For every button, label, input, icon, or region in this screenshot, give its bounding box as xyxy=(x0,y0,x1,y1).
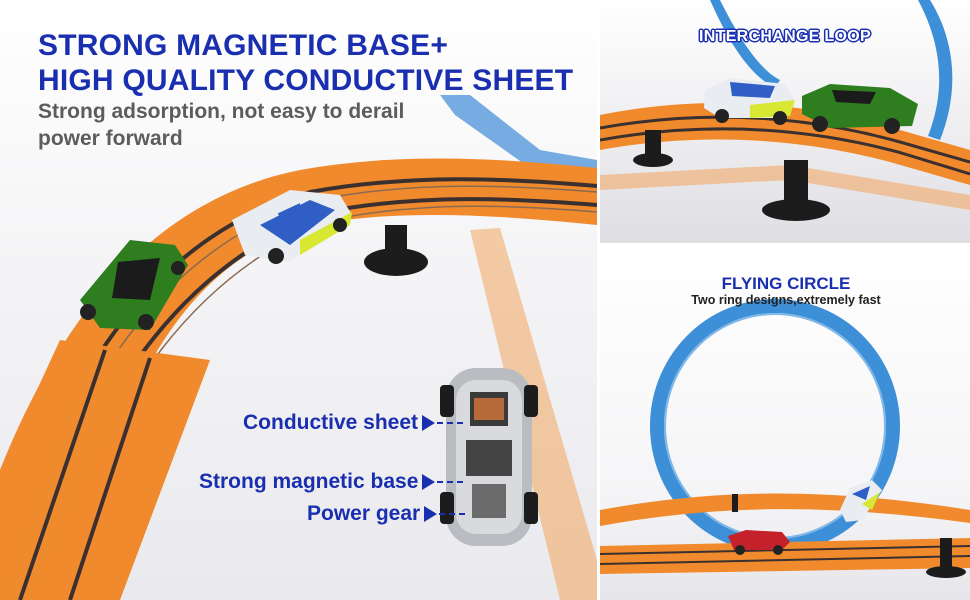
callout-label: Conductive sheet xyxy=(243,411,419,434)
police-race-car xyxy=(840,480,882,522)
arrow-right-icon xyxy=(422,474,436,490)
track-lane-slot xyxy=(68,357,152,600)
orange-track xyxy=(600,103,970,185)
callout-power-gear: Power gear xyxy=(307,502,466,526)
track-support-pillar xyxy=(645,130,661,158)
track-support-pillar xyxy=(732,494,738,512)
blue-loop-track xyxy=(710,0,780,88)
flying-circle-subtitle: Two ring designs,extremely fast xyxy=(691,293,881,307)
flying-circle-illustration xyxy=(600,299,970,578)
red-race-car xyxy=(728,530,790,555)
flying-circle-panel: FLYING CIRCLE Two ring designs,extremely… xyxy=(600,248,970,600)
track-lane-slot xyxy=(600,555,970,565)
police-race-car xyxy=(704,78,795,125)
subline-line-1: Strong adsorption, not easy to derail xyxy=(38,100,405,123)
callout-conductive-sheet: Conductive sheet xyxy=(243,411,464,435)
arrow-right-icon xyxy=(424,506,438,522)
background-blue-track xyxy=(440,95,597,180)
interchange-loop-illustration xyxy=(600,0,970,221)
track-support-pillar xyxy=(385,225,407,255)
track-lane-slot xyxy=(600,545,970,555)
track-support-pillar xyxy=(940,538,952,568)
car-chassis-underside xyxy=(440,368,538,546)
main-headline: STRONG MAGNETIC BASE+ HIGH QUALITY CONDU… xyxy=(38,28,573,98)
track-lane-slot xyxy=(18,349,107,600)
track-support-base xyxy=(364,248,428,276)
callout-leader-line xyxy=(437,481,464,483)
arrow-right-icon xyxy=(422,415,436,431)
track-support-base xyxy=(926,566,966,578)
subline-line-2: power forward xyxy=(38,127,183,150)
callout-leader-line xyxy=(437,422,464,424)
interchange-loop-panel: INTERCHANGE LOOP xyxy=(600,0,970,243)
callout-label: Power gear xyxy=(307,502,421,525)
callout-magnetic-base: Strong magnetic base xyxy=(199,470,464,494)
blue-loop-track xyxy=(918,0,953,140)
track-support-pillar xyxy=(784,160,808,205)
track-lane-slot xyxy=(600,127,970,176)
green-race-car xyxy=(80,240,188,330)
main-subline: Strong adsorption, not easy to derail po… xyxy=(38,98,404,152)
track-lane-slot xyxy=(600,115,970,164)
interchange-loop-label: INTERCHANGE LOOP xyxy=(699,28,871,45)
police-race-car xyxy=(232,190,352,264)
main-panel: STRONG MAGNETIC BASE+ HIGH QUALITY CONDU… xyxy=(0,0,597,600)
straight-track-section xyxy=(0,348,150,600)
flying-circle-title: FLYING CIRCLE xyxy=(721,274,851,293)
track-scene-illustration xyxy=(0,95,597,600)
background-orange-track xyxy=(600,165,970,210)
orange-track xyxy=(600,493,970,526)
headline-line-1: STRONG MAGNETIC BASE+ xyxy=(38,29,449,62)
callout-leader-line xyxy=(439,513,466,515)
green-race-car xyxy=(802,84,918,134)
track-support-base xyxy=(633,153,673,167)
headline-line-2: HIGH QUALITY CONDUCTIVE SHEET xyxy=(38,64,574,97)
callout-label: Strong magnetic base xyxy=(199,470,419,493)
track-support-base xyxy=(762,199,830,221)
